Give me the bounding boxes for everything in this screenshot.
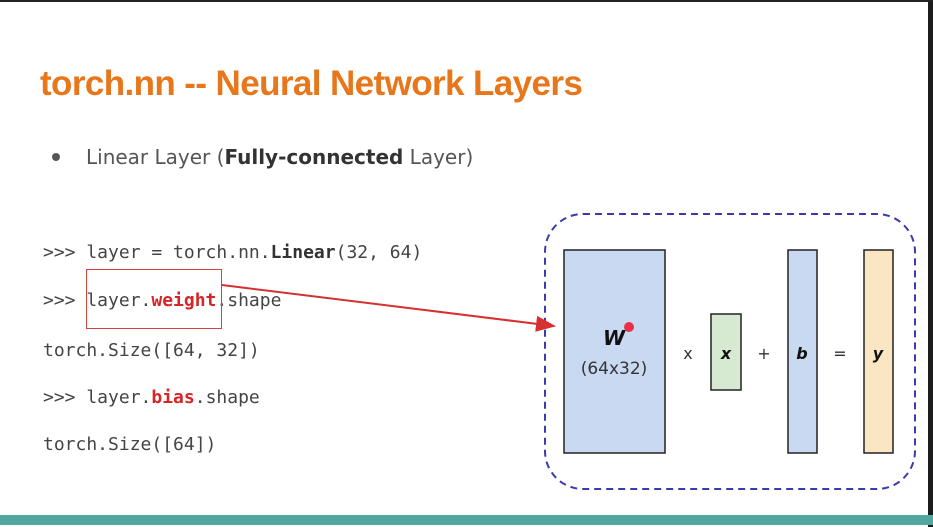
code-line-bias: >>> layer.bias.shape xyxy=(43,387,260,408)
page-title: torch.nn -- Neural Network Layers xyxy=(40,64,583,103)
code-keyword: Linear xyxy=(270,242,336,263)
w-shape-label: (64x32) xyxy=(581,359,648,379)
code-rest: .shape xyxy=(216,290,282,311)
times-operator: x xyxy=(683,344,692,363)
code-attr-weight: weight xyxy=(151,290,217,311)
bottom-accent-bar xyxy=(0,515,933,525)
b-vector-box xyxy=(787,249,818,454)
equals-operator: = xyxy=(833,344,846,363)
bullet-suffix: Layer) xyxy=(403,145,474,169)
code-prompt: >>> layer. xyxy=(43,387,152,408)
x-vector-box xyxy=(710,313,742,391)
code-prompt: >>> layer = torch.nn. xyxy=(43,242,271,263)
bullet-bold: Fully-connected xyxy=(224,145,404,169)
bullet-dot-icon xyxy=(52,152,60,161)
plus-operator: + xyxy=(757,344,770,363)
w-matrix-box xyxy=(563,249,666,454)
dashed-container xyxy=(544,213,916,490)
weight-highlight-box xyxy=(86,269,222,329)
bullet-prefix: Linear Layer ( xyxy=(86,145,225,169)
x-label: x xyxy=(720,344,732,363)
y-label: y xyxy=(873,344,884,363)
bullet-linear-layer: Linear Layer (Fully-connected Layer) xyxy=(52,145,473,169)
code-rest: .shape xyxy=(194,387,260,408)
code-line-linear: >>> layer = torch.nn.Linear(32, 64) xyxy=(43,242,422,263)
arrow-weight-to-w xyxy=(221,284,556,332)
code-line-weight: >>> layer.weight.shape xyxy=(43,290,281,311)
code-attr-bias: bias xyxy=(151,387,195,408)
code-line-bias-output: torch.Size([64]) xyxy=(43,434,217,455)
code-rest: (32, 64) xyxy=(335,242,423,263)
w-label: W xyxy=(603,326,626,350)
code-prompt: >>> layer. xyxy=(43,290,152,311)
window-edge xyxy=(928,2,933,527)
b-label: b xyxy=(796,344,807,363)
code-line-weight-output: torch.Size([64, 32]) xyxy=(43,340,260,361)
y-vector-box xyxy=(863,249,894,454)
w-red-dot xyxy=(624,322,634,332)
